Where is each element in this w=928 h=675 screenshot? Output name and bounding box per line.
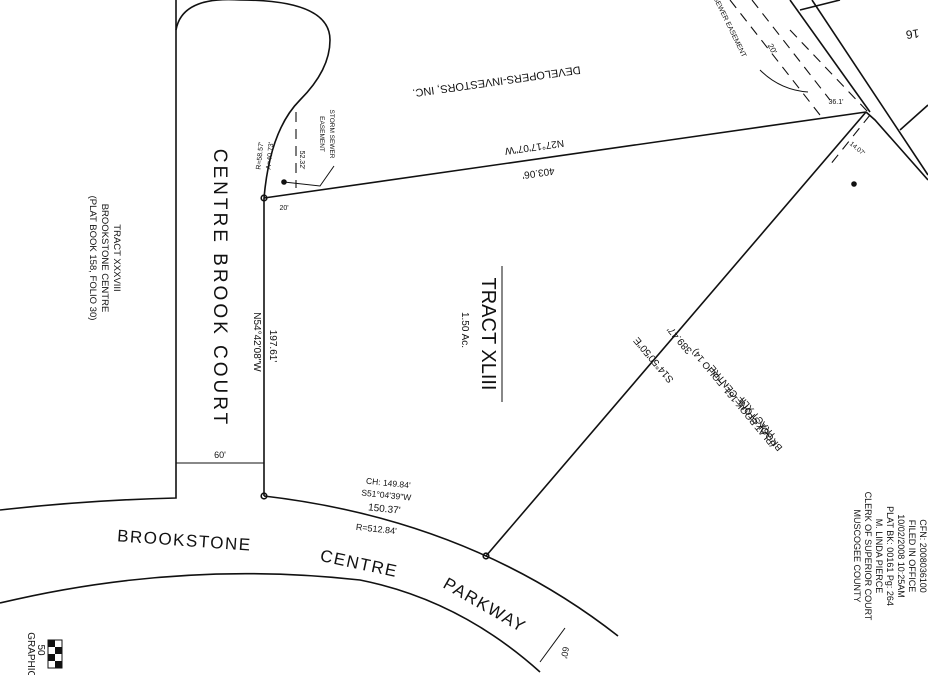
parkway-word-3: PARKWAY xyxy=(440,574,529,637)
north-distance: 403.06' xyxy=(521,165,555,180)
owner-north-label: DEVELOPERS-INVESTORS, INC. xyxy=(412,63,582,99)
scale-number: 50 xyxy=(35,644,46,656)
lot-number: 16 xyxy=(905,26,920,42)
filing-line-6: CLERK OF SUPERIOR COURT xyxy=(863,492,873,621)
curve-length: 150.37' xyxy=(368,502,402,516)
parkway-width-dim xyxy=(539,627,566,663)
corner-pin-ne xyxy=(851,181,857,187)
sewer-easement-dash-3 xyxy=(789,29,869,113)
ne-tract-line-3 xyxy=(799,0,841,11)
west-bearing: N54°42'08"W xyxy=(251,312,262,372)
storm-easement-label2: EASEMENT xyxy=(318,116,325,152)
north-bearing: N27°17'07"W xyxy=(504,137,565,156)
tract-main-area: 1.50 Ac. xyxy=(459,312,470,348)
storm-easement-bottom xyxy=(283,165,335,187)
graphic-scale xyxy=(47,639,63,669)
storm-easement-width: 20' xyxy=(279,205,288,212)
storm-manhole-dot xyxy=(281,179,287,185)
storm-easement-dim: 52.32' xyxy=(298,151,305,170)
corner-leader xyxy=(759,69,809,93)
court-west-row-line xyxy=(0,0,177,511)
ne-tract-line-1 xyxy=(789,0,871,113)
filing-line-7: MUSCOGEE COUNTY xyxy=(852,509,862,602)
court-width-label: 60' xyxy=(214,450,226,460)
sewer-easement-width: 20' xyxy=(766,42,779,56)
tract-east-line3: (PLAT BOOK 161, FOLIO 14) xyxy=(690,346,779,449)
filing-line-1: CFN: 2008036100 xyxy=(918,519,928,593)
corner-dim2: 14.07' xyxy=(848,141,866,158)
filing-line-5: M. LINDA PIERCE xyxy=(874,519,884,594)
ne-tract-line-5 xyxy=(865,111,928,181)
parkway-north-row-line xyxy=(263,495,619,637)
sewer-easement-label: SEWER EASEMENT xyxy=(712,0,748,59)
scale-label: GRAPHIC xyxy=(25,632,36,675)
sewer-easement-dash-1 xyxy=(729,0,821,116)
corner-pin-parkway-west xyxy=(260,492,268,500)
parkway-word-2: CENTRE xyxy=(319,546,400,581)
north-property-line xyxy=(263,111,867,199)
tract-west-line2: BROOKSTONE CENTRE xyxy=(99,204,110,313)
filing-line-3: 10/02/2008 10:25AM xyxy=(896,514,906,598)
parkway-south-row-line xyxy=(0,572,541,673)
corner-pin-parkway-east xyxy=(482,552,490,560)
east-property-line xyxy=(485,111,867,557)
parkway-width-label: 60' xyxy=(559,646,571,660)
curve-chord: CH: 149.84' xyxy=(366,476,412,491)
parkway-word-1: BROOKSTONE xyxy=(117,526,253,554)
curve-radius: R=512.84' xyxy=(355,522,397,536)
filing-line-2: FILED IN OFFICE xyxy=(907,520,917,593)
tract-west-line3: (PLAT BOOK 158, FOLIO 30) xyxy=(87,196,98,321)
cul-de-sac-curve xyxy=(175,0,331,199)
sewer-easement-dash-4 xyxy=(829,114,871,166)
ne-tract-line-4 xyxy=(899,104,928,131)
court-street-name: CENTRE BROOK COURT xyxy=(209,149,230,428)
storm-easement-label1: STORM SEWER xyxy=(328,110,335,159)
cul-radius: R=58.57' xyxy=(256,142,266,171)
cul-arc: A=40.73' xyxy=(266,142,276,170)
filing-line-4: PLAT BK: 00161 Pg: 264 xyxy=(885,506,895,606)
sewer-easement-dash-2 xyxy=(751,0,831,101)
tract-west-line1: TRACT XXXVIII xyxy=(111,224,122,291)
ne-tract-line-2 xyxy=(811,0,928,176)
tract-main-name: TRACT XLIII xyxy=(477,278,499,391)
corner-dim: 36.1' xyxy=(829,99,844,106)
west-distance: 197.61' xyxy=(267,330,278,363)
